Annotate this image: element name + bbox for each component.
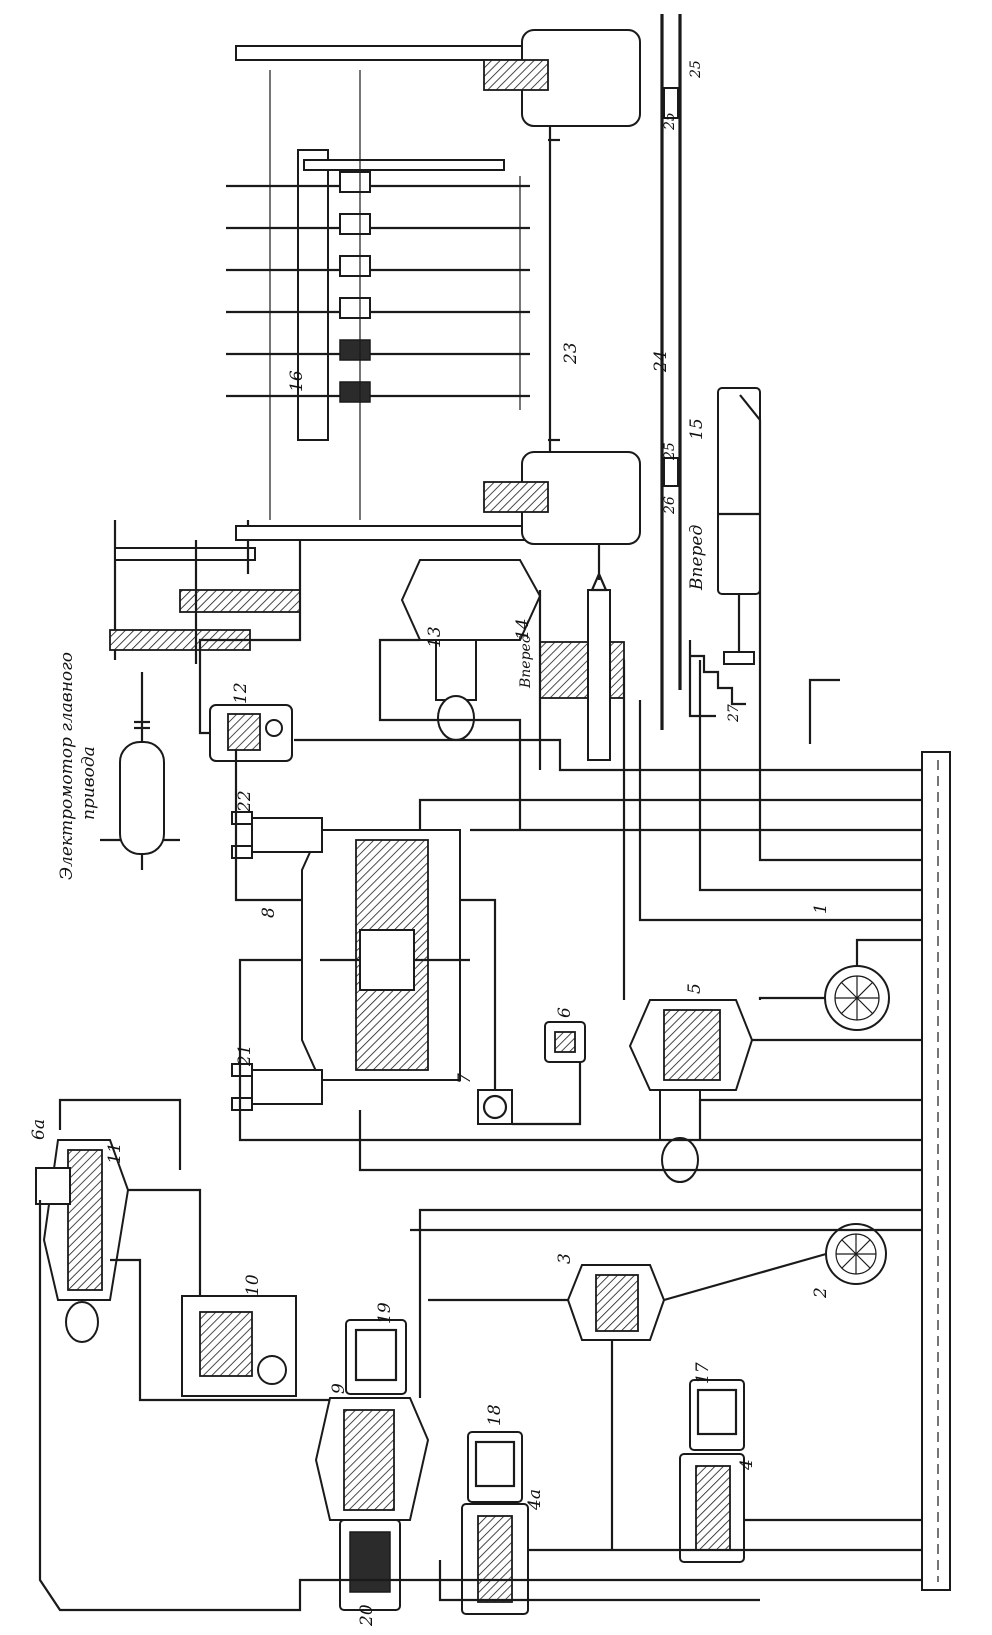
label-6: 6 [555, 1007, 575, 1018]
valve-9 [314, 1397, 430, 1521]
label-2: 2 [811, 1287, 831, 1299]
electric-motor [100, 672, 180, 870]
label-25-mid: 25 [662, 112, 678, 131]
solenoid-20 [339, 1519, 401, 1611]
label-5: 5 [685, 983, 705, 994]
oil-tank [921, 751, 951, 1591]
label-22: 22 [235, 790, 255, 813]
label-23: 23 [561, 342, 581, 365]
cylinder-15 [717, 387, 761, 665]
label-17: 17 [693, 1362, 713, 1384]
valve-4a [461, 1503, 529, 1615]
label-15: 15 [687, 418, 707, 440]
label-24: 24 [651, 350, 671, 373]
label-13: 13 [425, 626, 445, 648]
motor-caption: Электромотор главного привода [57, 652, 99, 880]
label-26: 26 [662, 496, 678, 515]
valve-12 [209, 704, 293, 762]
gear-train [109, 520, 301, 664]
label-27: 27 [726, 704, 742, 723]
label-19: 19 [375, 1302, 395, 1324]
solenoid-17 [689, 1379, 745, 1451]
label-3: 3 [555, 1253, 575, 1264]
control-drum-14 [539, 544, 625, 761]
solenoid-19 [345, 1319, 407, 1395]
spindle-head [226, 45, 557, 541]
valve-4 [679, 1453, 745, 1563]
spindle-row [226, 70, 530, 520]
label-18: 18 [485, 1404, 505, 1426]
label-9: 9 [329, 1383, 349, 1394]
label-25-low: 25 [662, 442, 678, 461]
motor-caption-line1: Электромотор главного [57, 652, 77, 880]
pump-1 [824, 965, 890, 1031]
solenoid-21 [231, 1063, 323, 1111]
label-21: 21 [235, 1044, 255, 1067]
label-25-top: 25 [688, 60, 704, 79]
rack-bar [660, 14, 682, 730]
solenoid-22 [231, 811, 323, 859]
valve-3 [566, 1264, 666, 1341]
label-14: 14 [513, 618, 533, 640]
valve-6 [544, 1021, 586, 1063]
motor-caption-line2: привода [79, 746, 99, 820]
valve-8 [301, 829, 470, 1081]
valve-11 [35, 1139, 130, 1343]
valve-7 [477, 1089, 513, 1125]
valve-13 [400, 559, 542, 741]
forward-label-b: Вперед [518, 634, 534, 689]
label-4: 4 [737, 1459, 757, 1471]
pipework [38, 394, 922, 1612]
stepped-stop [688, 640, 746, 718]
forward-label-a: Вперед [687, 525, 707, 591]
valve-5 [628, 999, 754, 1183]
label-1: 1 [811, 903, 831, 914]
label-11: 11 [105, 1142, 125, 1164]
valve-10 [181, 1295, 297, 1397]
solenoid-18 [467, 1431, 523, 1503]
slide-table [483, 29, 641, 545]
label-6a: 6а [29, 1119, 49, 1140]
label-4a: 4а [525, 1489, 545, 1511]
label-8: 8 [259, 907, 279, 918]
label-10: 10 [243, 1274, 263, 1296]
label-12: 12 [231, 682, 251, 704]
label-7: 7 [455, 1073, 475, 1084]
label-16: 16 [287, 370, 307, 392]
label-20: 20 [357, 1604, 377, 1627]
pump-2 [825, 1223, 887, 1285]
